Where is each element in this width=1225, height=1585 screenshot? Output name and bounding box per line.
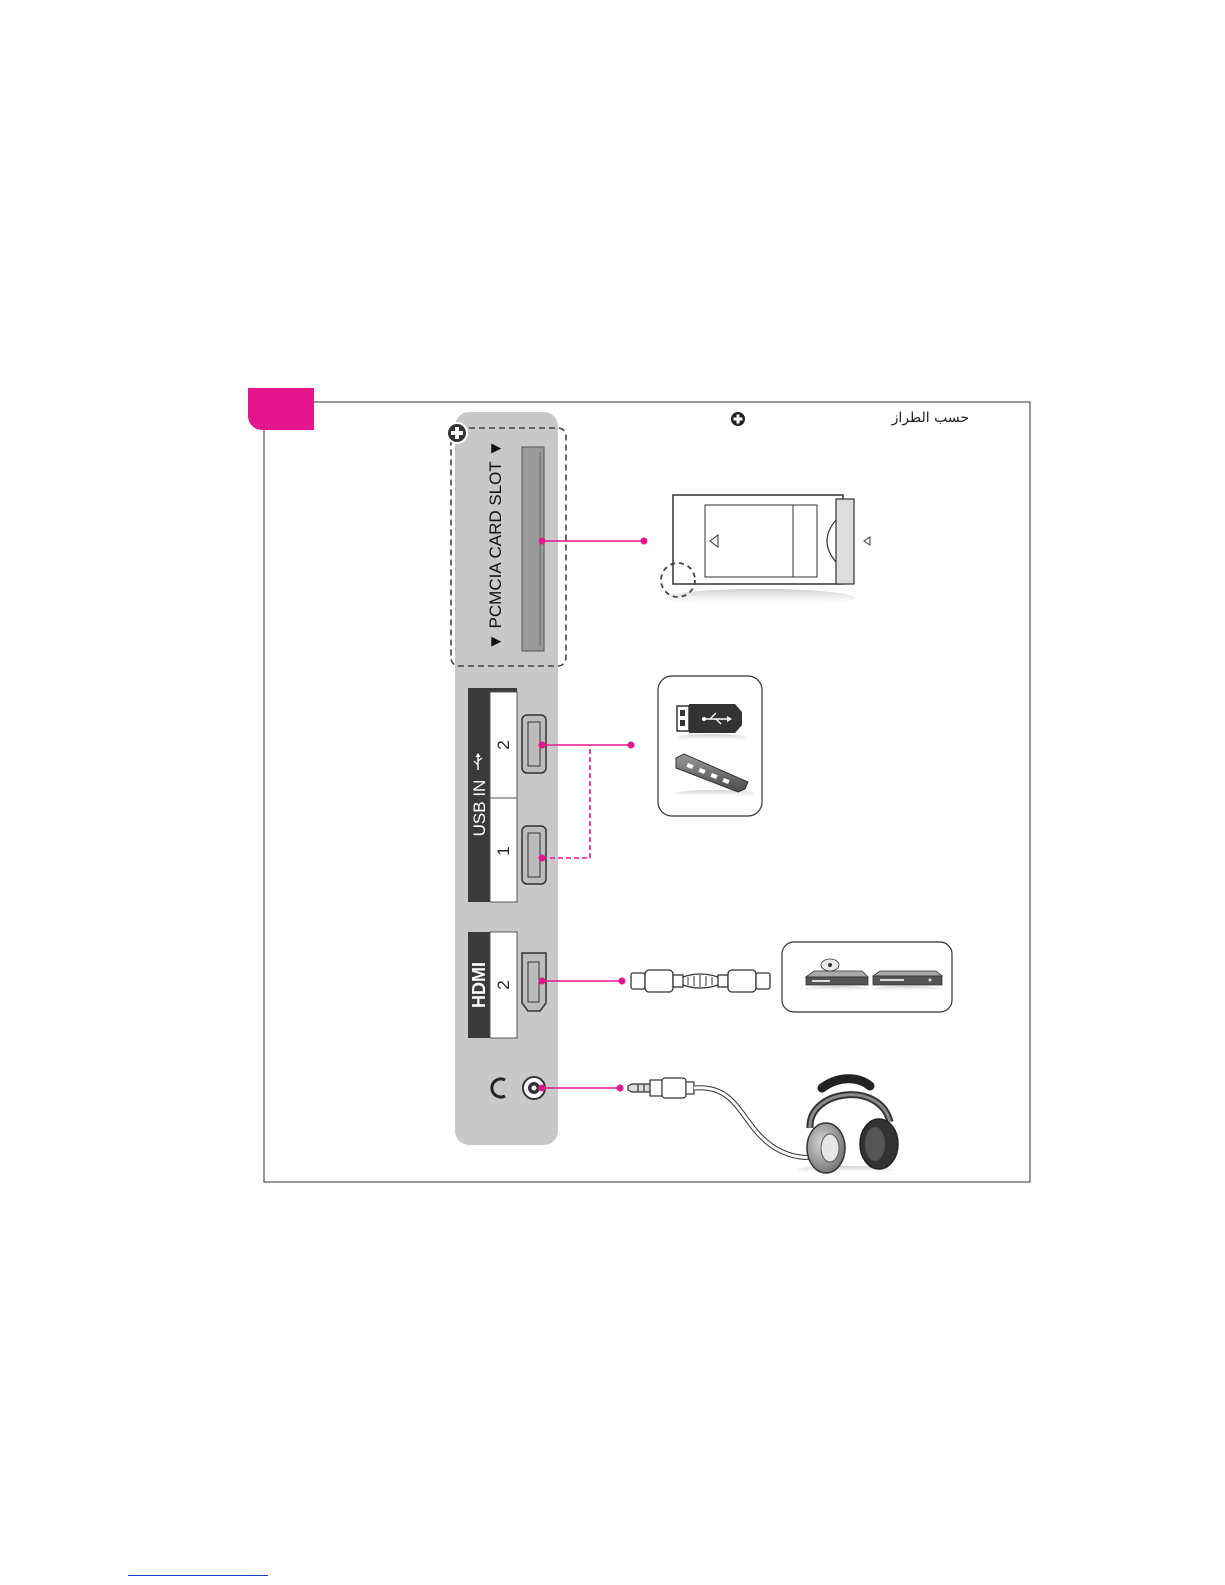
plus-circle-icon (731, 412, 745, 426)
footer-rule (128, 1575, 268, 1576)
hdmi-port-number: 2 (494, 980, 513, 989)
usb-port-2-number: 2 (494, 740, 513, 749)
section-tab (248, 388, 314, 430)
usb-port-1-number: 1 (494, 846, 513, 855)
diagram-frame (264, 402, 1030, 1182)
cam-card-icon (661, 495, 870, 607)
plus-circle-icon (447, 423, 467, 443)
usb-label: USB IN (470, 780, 489, 837)
audio-jack-icon (628, 1078, 694, 1098)
hdmi-logo: HDMI (469, 962, 489, 1008)
hdmi-cable-icon (631, 970, 770, 992)
pcmcia-slot[interactable] (522, 447, 544, 651)
usb-stick-icon (677, 704, 746, 742)
model-note: حسب الطراز (891, 410, 969, 426)
headphone-cable (694, 1088, 820, 1158)
headphones-icon (797, 1079, 898, 1174)
pcmcia-label: ▼ PCMCIA CARD SLOT ▼ (486, 440, 505, 650)
set-top-box-icon (871, 971, 943, 992)
